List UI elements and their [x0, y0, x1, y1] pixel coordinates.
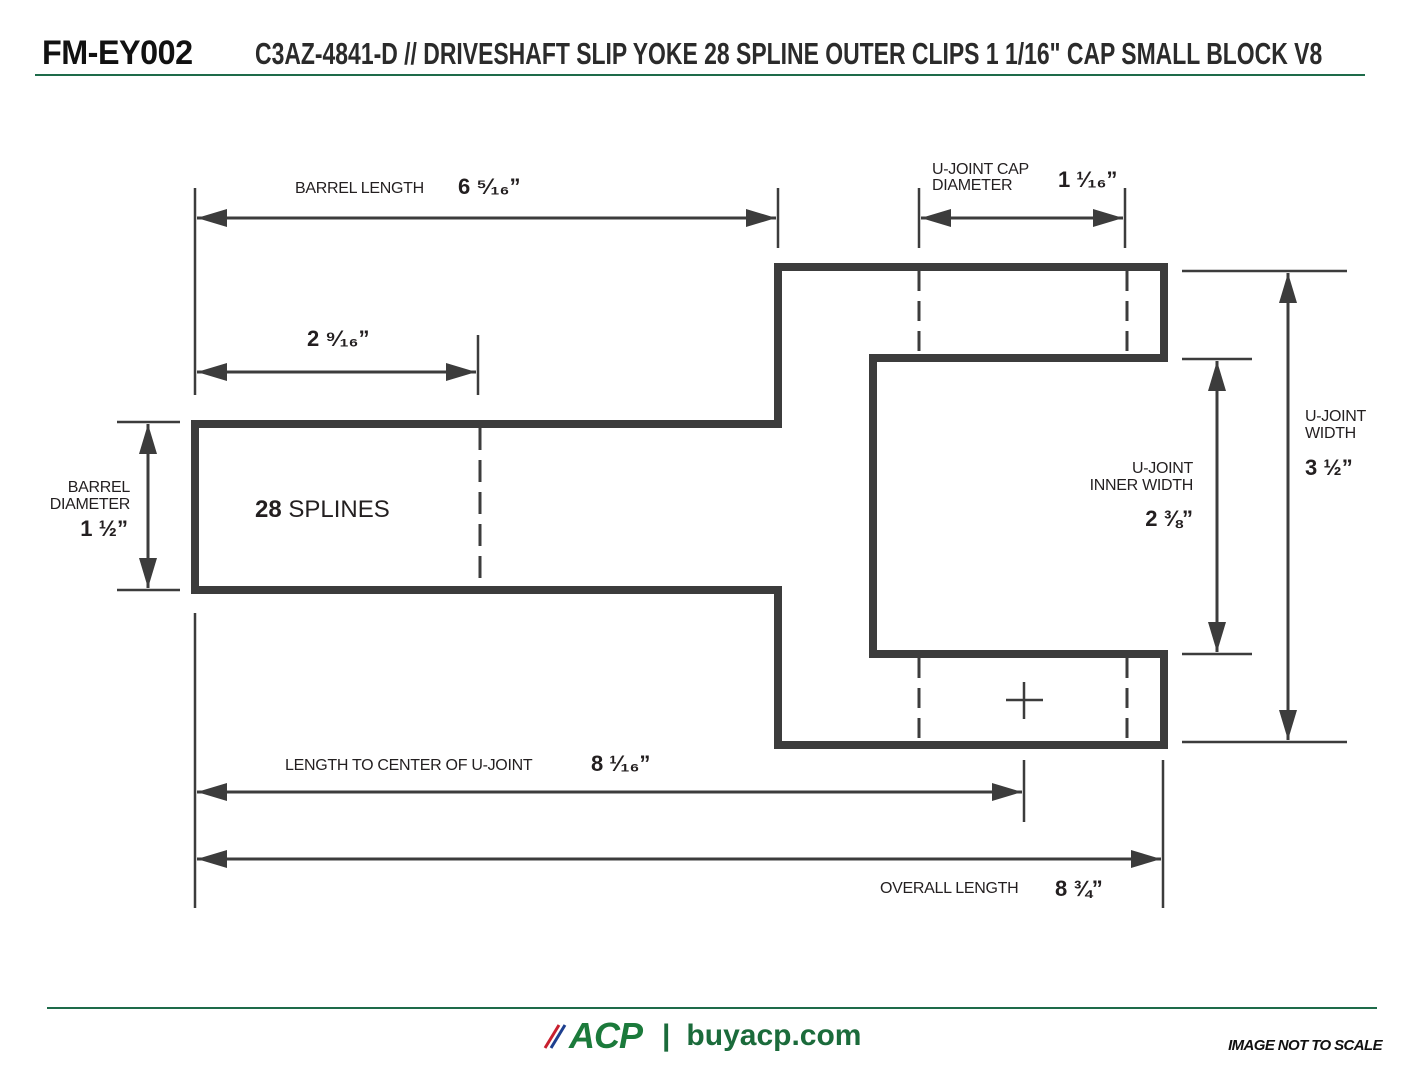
cap-diameter-label-line1: U-JOINT CAP	[932, 161, 1029, 178]
barrel-diameter-label-line1: BARREL	[67, 479, 131, 496]
splines-label: SPLINES	[288, 496, 390, 523]
not-to-scale-note: IMAGE NOT TO SCALE	[1228, 1037, 1383, 1054]
spline-count: 28	[255, 496, 282, 523]
overall-length-label: OVERALL LENGTH	[880, 880, 1019, 897]
barrel-diameter-label-line2: DIAMETER	[49, 496, 131, 513]
overall-length-value: 8 ¾”	[1055, 876, 1103, 901]
ujoint-center-crosshair	[1006, 682, 1043, 719]
cap-diameter-label: U-JOINT CAP DIAMETER	[932, 162, 1029, 194]
footer-separator: |	[662, 1019, 671, 1052]
barrel-length-label: BARREL LENGTH	[295, 180, 424, 197]
website-link[interactable]: buyacp.com	[686, 1019, 862, 1052]
inner-width-value: 2 ⅜”	[1145, 506, 1193, 531]
ujoint-width-label-line2: WIDTH	[1305, 425, 1356, 442]
inner-width-label-line2: INNER WIDTH	[1089, 477, 1194, 494]
inner-width-label-line1: U-JOINT	[1131, 460, 1193, 477]
yoke-outline	[191, 263, 1168, 749]
header-divider	[35, 74, 1365, 76]
length-to-center-value: 8 ¹⁄₁₆”	[591, 751, 651, 776]
cap-diameter-label-line2: DIAMETER	[932, 177, 1013, 194]
acp-brand: ACP	[569, 1015, 643, 1056]
length-to-center-label: LENGTH TO CENTER OF U-JOINT	[285, 757, 533, 774]
cap-diameter-value: 1 ¹⁄₁₆”	[1058, 167, 1118, 192]
ujoint-width-value: 3 ½”	[1305, 455, 1353, 480]
barrel-length-value: 6 ⁵⁄₁₆”	[458, 174, 521, 199]
barrel-diameter-value: 1 ½”	[80, 516, 128, 541]
spline-length-value: 2 ⁹⁄₁₆”	[307, 326, 370, 351]
footer-divider	[47, 1007, 1377, 1009]
part-number-title: FM-EY002	[42, 34, 193, 72]
footer-logo: ACP | buyacp.com	[543, 1015, 862, 1056]
ujoint-width-label: U-JOINT WIDTH	[1305, 408, 1366, 442]
acp-stripes-icon	[543, 1024, 567, 1049]
ujoint-width-label-line1: U-JOINT	[1305, 408, 1367, 425]
barrel-diameter-label: BARREL DIAMETER	[20, 479, 131, 513]
part-description-title: C3AZ-4841-D // DRIVESHAFT SLIP YOKE 28 S…	[255, 36, 1323, 71]
splines-callout: 28 SPLINES	[255, 496, 390, 524]
inner-width-label: U-JOINT INNER WIDTH	[1030, 460, 1194, 494]
